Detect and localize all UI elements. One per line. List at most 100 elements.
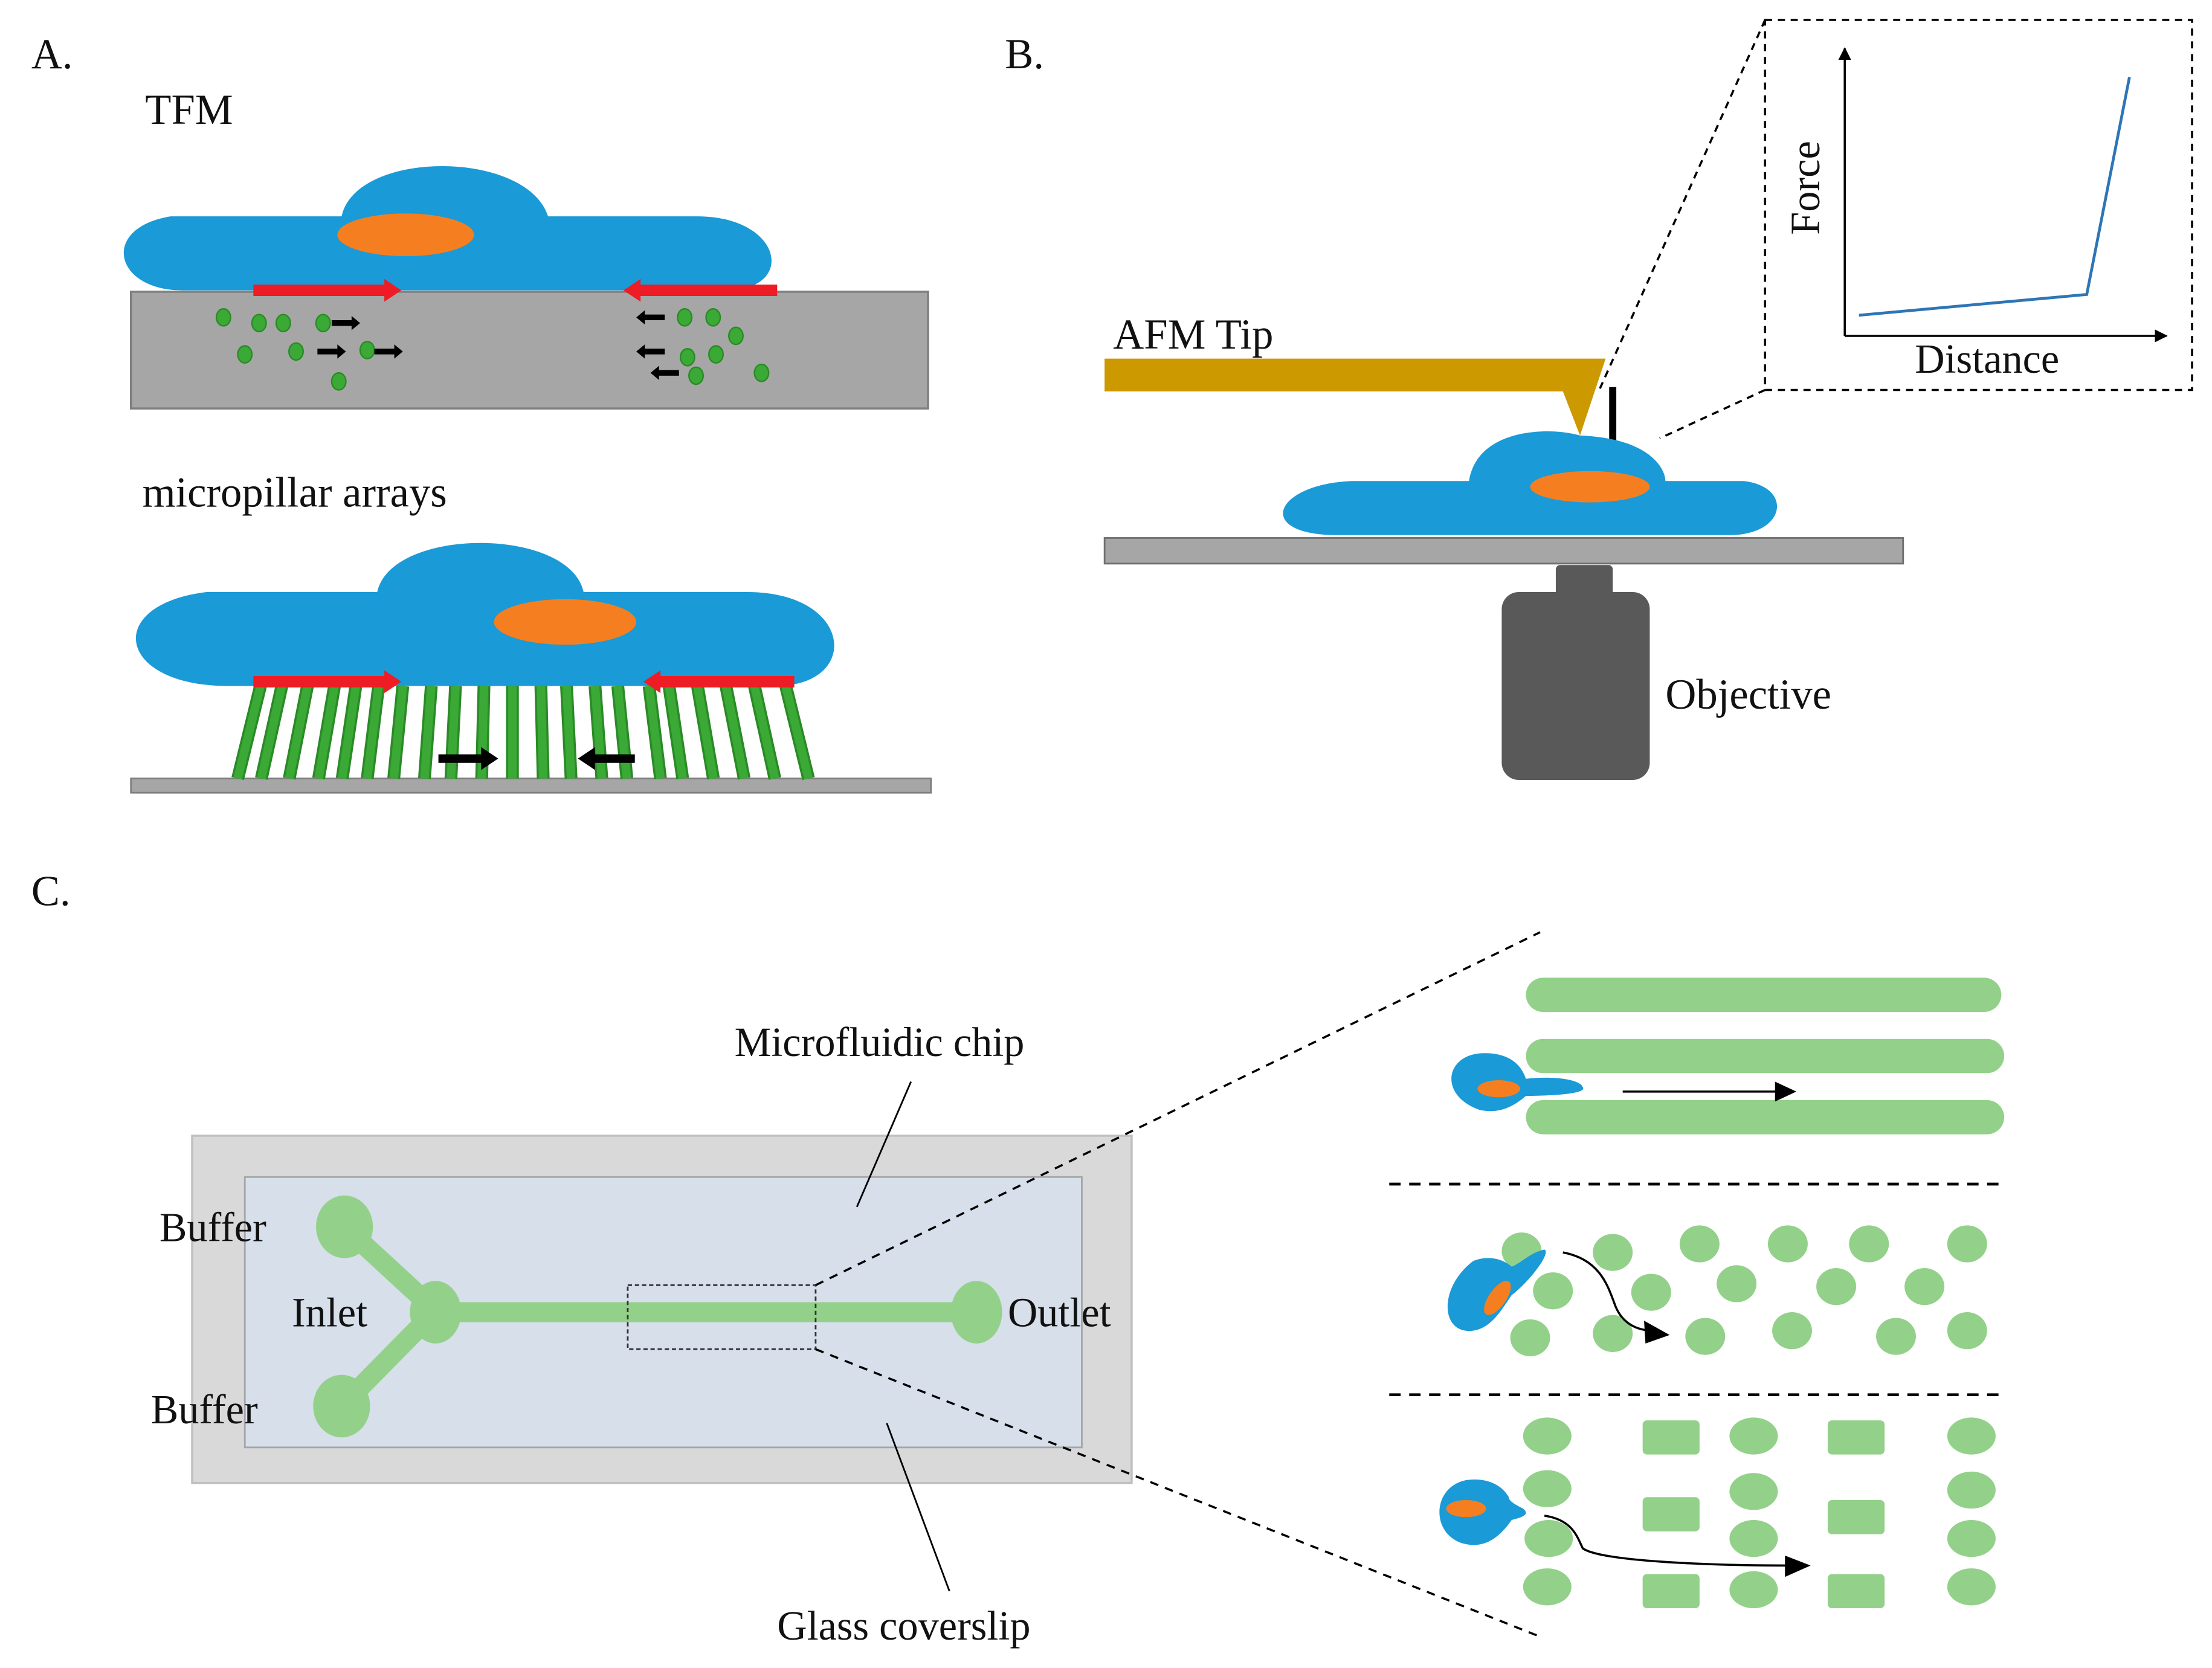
channel-wall: [1526, 1038, 2005, 1074]
buffer-port-bottom: [313, 1374, 370, 1438]
tfm-gel-substrate: [129, 291, 929, 410]
fluorescent-bead: [688, 366, 704, 385]
coverslip-leader-line: [886, 1423, 950, 1592]
micropillar-fill: [537, 686, 548, 779]
cell-staggered: [1447, 1249, 1546, 1332]
tfm-beads: [215, 308, 770, 391]
fluorescent-bead: [679, 347, 695, 367]
micropillar-fill: [338, 685, 360, 779]
fluorescent-bead: [275, 314, 291, 333]
panel-b: B. Distance Force AFM Tip Objective: [1005, 19, 2193, 780]
round-pillar: [1524, 1519, 1573, 1557]
micropillar-fill: [389, 685, 407, 779]
zoom-row-staggered-pillars: [1501, 1225, 1987, 1357]
tfm-displacement-arrows: [317, 310, 679, 380]
tfm-traction-arrows: [253, 279, 778, 302]
micropillar-fill: [233, 684, 265, 780]
micropillar-fill: [693, 685, 718, 779]
micropillar-fill: [590, 685, 607, 779]
afm-cantilever: [1104, 358, 1606, 436]
y-axis-label: Force: [1782, 141, 1828, 235]
pillar-deflection-arrows: [438, 747, 635, 770]
traction-arrow-left: [623, 279, 778, 302]
traction-arrow-right: [253, 279, 402, 302]
micropillar-fill: [750, 684, 779, 780]
micropillar-nucleus: [494, 599, 637, 645]
deflection-arrow-right: [438, 747, 498, 770]
rectangular-pillar: [1827, 1420, 1885, 1455]
round-pillar: [1593, 1234, 1633, 1271]
cell-mixed: [1439, 1480, 1526, 1545]
zoom-region-box: [627, 1284, 817, 1350]
buffer-label-top: Buffer: [160, 1204, 266, 1250]
round-pillar: [1523, 1470, 1572, 1507]
outlet-label: Outlet: [1008, 1290, 1111, 1336]
buffer-port-top: [316, 1195, 373, 1258]
round-pillar: [1816, 1268, 1857, 1306]
micropillars: [231, 684, 815, 781]
rectangular-pillar: [1642, 1420, 1700, 1455]
round-pillar: [1729, 1417, 1778, 1455]
afm-cell-body: [1283, 431, 1778, 535]
migration-arrow-curved: [1544, 1515, 1791, 1567]
fluorescent-bead: [315, 314, 331, 333]
inlet-label: Inlet: [292, 1290, 367, 1336]
channel-wall: [1526, 1100, 2005, 1135]
round-pillar: [1947, 1568, 1996, 1606]
inset-connector-bottom: [1659, 388, 1765, 440]
round-pillar: [1729, 1473, 1778, 1510]
micropillar-fill: [257, 684, 286, 780]
round-pillar: [1876, 1318, 1916, 1355]
bead-displacement-arrow: [374, 344, 403, 359]
cell-nucleus: [1484, 1281, 1511, 1315]
micropillar-fill: [613, 685, 631, 779]
round-pillar: [1947, 1519, 1996, 1557]
inset-connector-top: [1599, 19, 1766, 389]
coverslip-label: Glass coverslip: [777, 1603, 1030, 1649]
fluorescent-bead: [677, 308, 693, 327]
cell-nucleus: [1477, 1080, 1521, 1098]
afm-nucleus: [1530, 471, 1650, 503]
force-distance-curve: [1859, 77, 2131, 317]
micropillar-cell-body: [135, 543, 834, 686]
round-pillar: [1849, 1225, 1889, 1263]
inlet-port: [410, 1281, 462, 1344]
bead-displacement-arrow: [331, 315, 361, 330]
panel-a: A. TFM micropillar arrays: [31, 31, 932, 794]
inset-box: [1764, 19, 2193, 391]
bead-displacement-arrow: [650, 365, 679, 380]
objective-icon: [1501, 565, 1650, 780]
channel-wall: [1526, 977, 2002, 1012]
round-pillar: [1679, 1225, 1720, 1263]
micropillar-fill: [314, 685, 339, 779]
tfm-title: TFM: [145, 86, 233, 134]
round-pillar: [1685, 1318, 1726, 1355]
fluorescent-bead: [237, 345, 253, 364]
micropillar-fill: [781, 684, 813, 780]
rectangular-pillar: [1642, 1497, 1700, 1531]
fluorescent-bead: [331, 372, 347, 391]
round-pillar: [1533, 1272, 1573, 1310]
zoom-row-parallel: [1526, 977, 2005, 1135]
fluorescent-bead: [288, 342, 304, 361]
rectangular-pillar: [1827, 1500, 1885, 1534]
migrating-cell: [1451, 1053, 1584, 1112]
bead-displacement-arrow: [317, 344, 346, 359]
fluorescent-bead: [753, 363, 770, 382]
micropillar-fill: [562, 686, 576, 779]
afm-tip-label: AFM Tip: [1113, 311, 1273, 358]
round-pillar: [1523, 1568, 1572, 1606]
round-pillar: [1947, 1312, 1987, 1350]
micropillar-fill: [363, 685, 383, 779]
fluorescent-bead: [215, 308, 231, 327]
round-pillar: [1523, 1417, 1572, 1455]
fluorescent-bead: [359, 341, 375, 359]
micropillar-fill: [721, 685, 749, 779]
migration-arrowhead: [1775, 1081, 1797, 1102]
migration-arrow-curved: [1562, 1251, 1654, 1332]
channel-network: [313, 1195, 1002, 1438]
migration-arrowhead: [1785, 1555, 1811, 1577]
round-pillar: [1772, 1312, 1813, 1350]
bead-displacement-arrow: [636, 310, 665, 325]
